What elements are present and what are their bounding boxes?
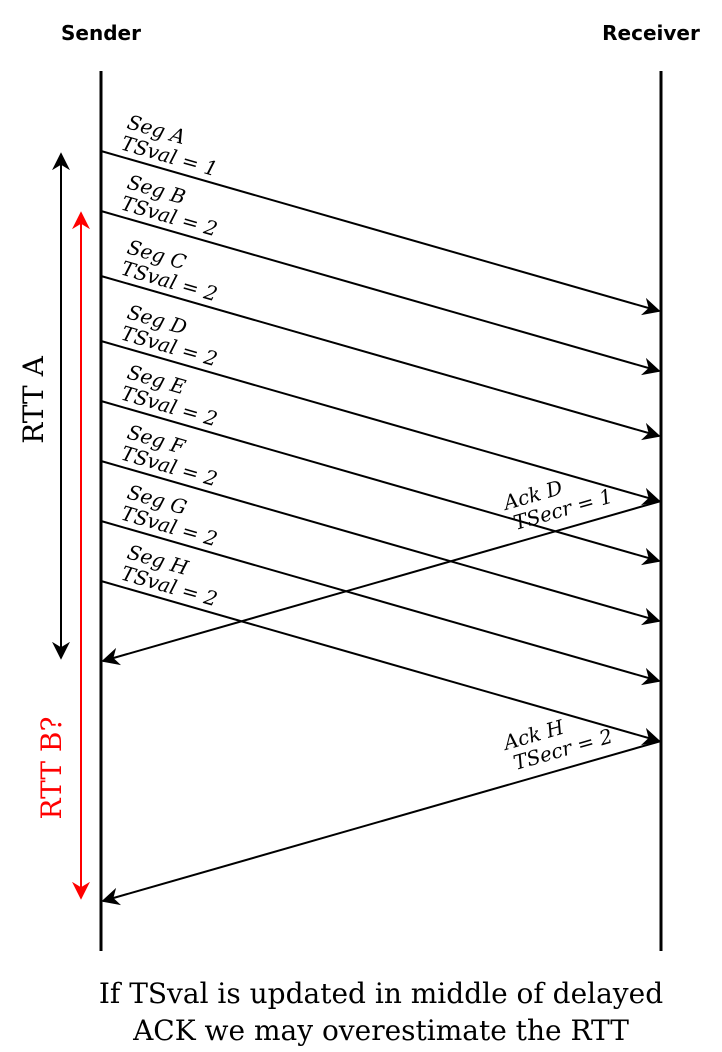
segment-arrow-f bbox=[100, 460, 661, 626]
segment-arrow-h bbox=[100, 580, 661, 746]
segment-arrow-b bbox=[100, 210, 661, 376]
caption-line-1: If TSval is updated in middle of delayed bbox=[99, 977, 663, 1010]
rtt-b-label: RTT B? bbox=[35, 717, 68, 820]
sender-header: Sender bbox=[61, 21, 141, 45]
segment-label-g: Seg G TSval = 2 bbox=[119, 480, 221, 551]
segment-arrow-a bbox=[100, 150, 661, 316]
ack-arrow-d bbox=[101, 500, 662, 666]
segment-arrow-g bbox=[100, 520, 661, 686]
rtt-a-label: RTT A bbox=[17, 355, 50, 443]
segment-arrow-e bbox=[100, 400, 661, 566]
caption-line-2: ACK we may overestimate the RTT bbox=[132, 1014, 629, 1047]
ack-label-h: Ack H TSecr = 2 bbox=[499, 715, 615, 775]
receiver-header: Receiver bbox=[602, 21, 700, 45]
ack-label-d: Ack D TSecr = 1 bbox=[499, 475, 615, 535]
segment-arrow-c bbox=[100, 275, 661, 441]
segment-arrow-d bbox=[100, 340, 661, 506]
ack-arrow-h bbox=[101, 740, 662, 906]
segment-arrows bbox=[100, 150, 661, 746]
